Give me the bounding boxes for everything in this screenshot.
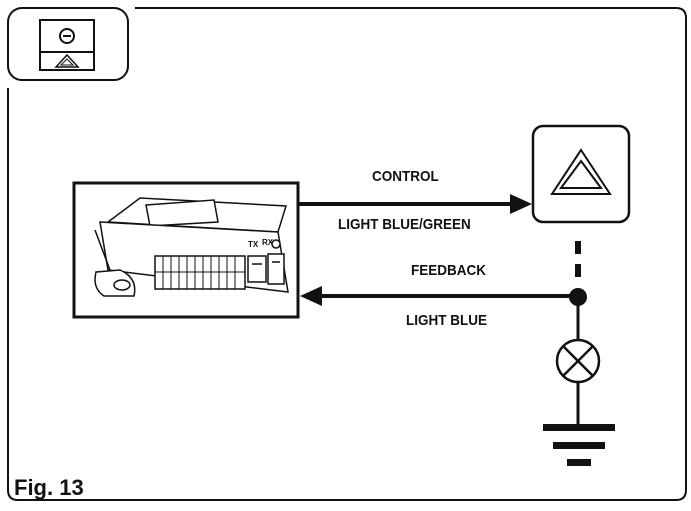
lamp-icon [555,338,601,384]
junction-dot [569,288,587,306]
connector-label-rx: RX [262,238,274,247]
feedback-label: FEEDBACK [411,262,487,279]
ground-icon [543,424,615,466]
connector-label-tx: TX [248,240,259,249]
control-color-label: LIGHT BLUE/GREEN [338,216,471,233]
dash-segment [575,241,581,254]
hazard-triangle-icon [531,124,631,224]
control-module-icon [94,197,289,297]
figure-frame [7,7,687,501]
control-label: CONTROL [372,168,439,185]
feedback-color-label: LIGHT BLUE [406,312,487,329]
control-arrow [510,194,532,214]
hazard-switch-icon [7,7,129,81]
dash-segment [575,264,581,277]
figure-caption: Fig. 13 [14,475,84,500]
feedback-arrow [300,286,322,306]
